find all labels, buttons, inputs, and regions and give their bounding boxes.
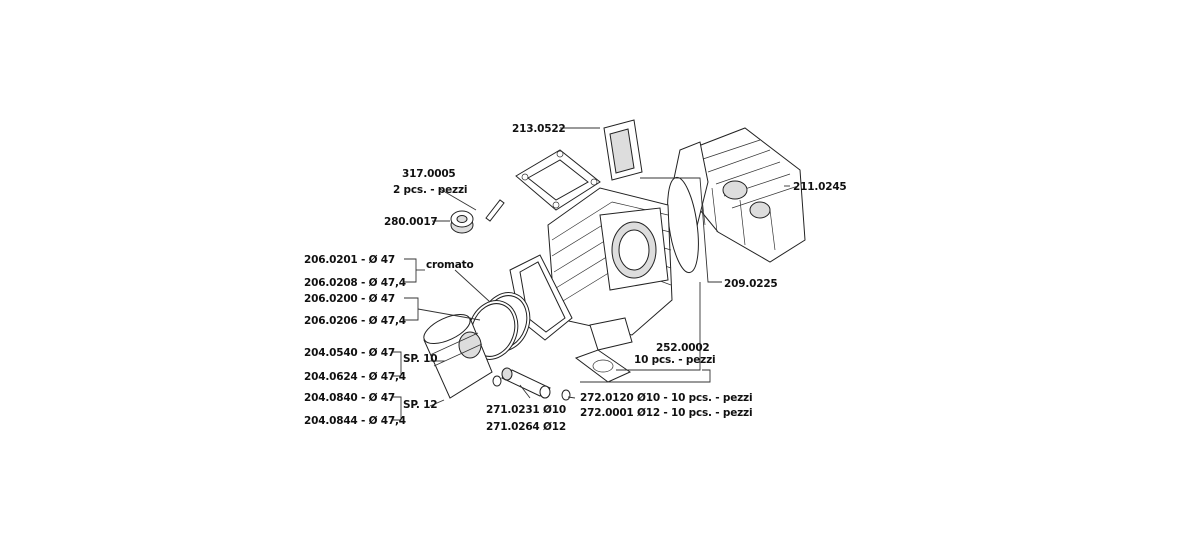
label-ring-chromed-47: 206.0201 - Ø 47 [304,254,395,266]
label-piston-sp12-47: 204.0840 - Ø 47 [304,392,395,404]
label-ring-chromed-47-4: 206.0208 - Ø 47,4 [304,277,406,289]
label-clip-pin-qty: 2 pcs. - pezzi [393,184,467,196]
clip-pin-drawing [485,199,505,222]
label-piston-sp10-47: 204.0540 - Ø 47 [304,347,395,359]
label-wrist-pin-12: 271.0264 Ø12 [486,421,566,433]
cylinder-drawing [547,187,673,351]
label-clip-pin: 317.0005 [402,168,456,180]
label-head-gasket: 209.0225 [724,278,778,290]
piston-drawing [423,313,493,399]
needle-bearing-drawing [450,210,474,234]
label-cylinder-head: 211.0245 [793,181,847,193]
reed-plate-drawing [603,119,643,181]
circlip-left-drawing [492,375,502,387]
circlip-right-drawing [561,389,571,401]
label-needle-bearing: 280.0017 [384,216,438,228]
label-cromato: cromato [426,259,473,271]
label-base-gasket-qty: 10 pcs. - pezzi [634,354,715,366]
label-circlip-12: 272.0001 Ø12 - 10 pcs. - pezzi [580,407,752,419]
label-piston-sp10-47-4: 204.0624 - Ø 47,4 [304,371,406,383]
label-ring-47-4: 206.0206 - Ø 47,4 [304,315,406,327]
label-ring-47: 206.0200 - Ø 47 [304,293,395,305]
label-base-gasket: 252.0002 [656,342,710,354]
label-sp10: SP. 10 [403,353,437,365]
leader-lines [392,127,790,421]
wrist-pin-drawing [501,367,551,399]
label-reed-plate: 213.0522 [512,123,566,135]
label-circlip-10: 272.0120 Ø10 - 10 pcs. - pezzi [580,392,752,404]
label-sp12: SP. 12 [403,399,437,411]
intake-gasket-drawing [515,149,601,211]
label-wrist-pin-10: 271.0231 Ø10 [486,404,566,416]
label-piston-sp12-47-4: 204.0844 - Ø 47,4 [304,415,406,427]
